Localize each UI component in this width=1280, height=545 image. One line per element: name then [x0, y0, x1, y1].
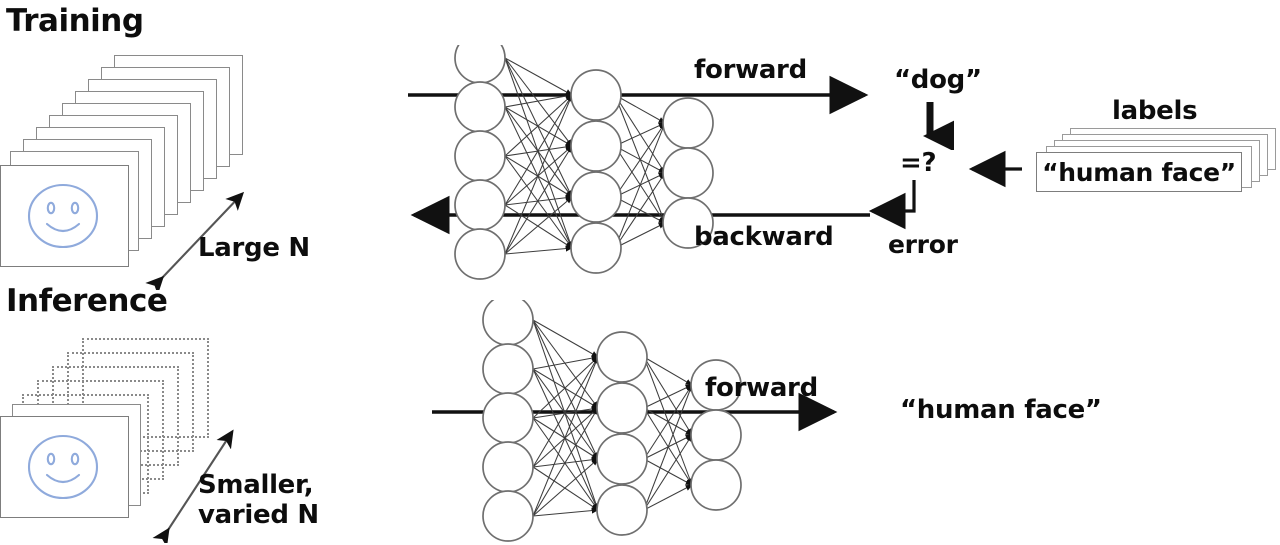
backward-label-top: backward [694, 222, 834, 252]
double-headed-diagonal-arrow-icon [145, 191, 245, 290]
forward-label-bottom: forward [705, 373, 818, 403]
smiley-face-icon [27, 434, 99, 500]
stack-front-card [0, 416, 129, 518]
stack-card-dotted [82, 338, 209, 438]
double-headed-diagonal-arrow-icon [152, 429, 234, 543]
neural-network-training-icon [408, 45, 870, 280]
arrow-left-icon [968, 150, 1022, 188]
inference-scale-label-line2: varied N [198, 500, 319, 530]
labels-title: labels [1112, 96, 1198, 126]
inference-scale-label-line1: Smaller, [198, 470, 314, 500]
inference-heading: Inference [6, 283, 168, 319]
label-value: “human face” [1042, 157, 1236, 187]
forward-label-top: forward [694, 55, 807, 85]
inference-image-stack [0, 338, 240, 523]
compare-label: =? [900, 148, 937, 178]
prediction-label-bottom: “human face” [900, 395, 1102, 425]
arrow-down-icon [923, 100, 954, 150]
error-label: error [888, 230, 958, 259]
inference-scale-label: Smaller, varied N [198, 470, 319, 530]
training-scale-label: Large N [198, 233, 310, 263]
stack-front-card [0, 165, 129, 267]
label-front-card: “human face” [1036, 152, 1242, 192]
smiley-face-icon [27, 183, 99, 249]
neural-network-inference-icon [432, 300, 838, 542]
prediction-label-top: “dog” [894, 65, 982, 95]
error-elbow-arrow-icon [868, 180, 916, 230]
label-stack: “human face” [1030, 128, 1278, 200]
training-heading: Training [6, 3, 144, 39]
